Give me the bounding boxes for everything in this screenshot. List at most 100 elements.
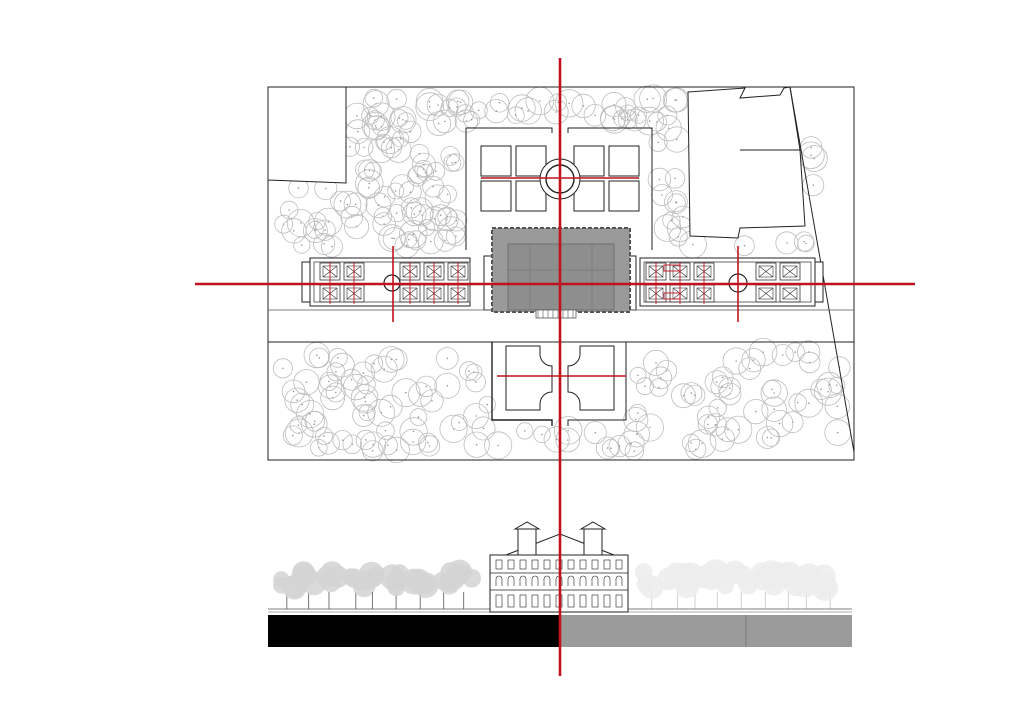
tree-canopy-icon [272, 358, 293, 379]
tree-canopy-icon [608, 434, 631, 458]
tree-canopy-icon [785, 342, 805, 362]
villa-front-steps [537, 310, 574, 318]
tree-canopy-icon [508, 94, 536, 122]
tree-canopy-icon [478, 395, 496, 414]
tree-canopy-icon [680, 382, 703, 405]
tree-canopy-icon [639, 84, 668, 113]
tree-canopy-icon [409, 408, 428, 426]
south-forecourt [491, 342, 627, 426]
tree-canopy-icon [350, 383, 379, 412]
tree-canopy-icon [708, 398, 727, 417]
tree-canopy-icon [828, 356, 851, 379]
tree-canopy-icon [655, 360, 678, 382]
tree-canopy-icon [438, 185, 457, 204]
tree-canopy-icon [738, 357, 762, 380]
tree-canopy-icon [290, 392, 315, 417]
tree-canopy-icon [662, 211, 681, 230]
tree-canopy-icon [623, 421, 650, 448]
tree-canopy-icon [458, 361, 479, 381]
tree-canopy-icon [623, 108, 647, 132]
tree-canopy-icon [408, 165, 427, 185]
tree-canopy-icon [664, 168, 686, 189]
tree-canopy-icon [711, 366, 734, 389]
tree-canopy-icon [662, 87, 688, 113]
tree-canopy-icon [762, 379, 782, 399]
tree-canopy-icon [553, 416, 583, 445]
tree-canopy-icon [402, 201, 427, 227]
tree-canopy-icon [426, 93, 450, 117]
tree-canopy-icon [377, 346, 405, 373]
tree-canopy-icon [647, 167, 672, 192]
neighbor-building-northeast [687, 86, 806, 239]
tree-canopy-icon [296, 399, 325, 428]
ground-section-west [268, 615, 560, 647]
tree-canopy-icon [399, 219, 428, 249]
tree-canopy-icon [378, 394, 403, 419]
tree-row-east [634, 559, 839, 609]
tree-canopy-icon [399, 120, 422, 144]
tree-canopy-icon [332, 430, 353, 451]
tree-canopy-icon [375, 133, 393, 151]
tree-canopy-icon [320, 235, 343, 258]
tree-canopy-icon [643, 349, 670, 376]
tree-canopy-icon [434, 207, 459, 232]
tree-canopy-icon [396, 112, 415, 130]
tree-canopy-icon [704, 370, 729, 395]
tree-canopy-icon [361, 112, 390, 140]
tree-canopy-icon [697, 414, 719, 435]
tree-canopy-icon [649, 378, 669, 397]
tree-canopy-icon [408, 382, 433, 407]
tree-canopy-icon [600, 105, 627, 132]
tree-canopy-icon [793, 231, 815, 252]
tree-canopy-icon [629, 366, 647, 384]
tree-canopy-icon [305, 220, 324, 239]
tree-canopy-icon [373, 206, 393, 226]
tree-canopy-icon [703, 413, 727, 437]
tree-canopy-icon [629, 106, 648, 124]
tree-canopy-icon [555, 427, 581, 453]
tree-canopy-icon [364, 88, 384, 108]
tree-canopy-icon [421, 206, 447, 232]
tree-canopy-icon [748, 338, 778, 367]
tree-canopy-icon [775, 231, 799, 255]
tree-canopy-icon [409, 144, 430, 164]
tree-canopy-icon [685, 438, 707, 460]
tree-canopy-icon [724, 415, 753, 444]
parterre-axis-marks [329, 262, 705, 304]
tree-canopy-icon [718, 382, 742, 406]
tree-canopy-icon [368, 136, 395, 164]
tree-canopy-icon [308, 211, 327, 230]
tree-canopy-icon [418, 435, 441, 457]
tree-canopy-icon [361, 106, 380, 125]
tree-canopy-icon [274, 214, 294, 234]
tree-canopy-icon [671, 383, 696, 409]
tree-canopy-icon [516, 422, 534, 440]
tree-canopy-icon [386, 88, 407, 110]
tree-canopy-icon [433, 229, 457, 252]
tree-canopy-icon [756, 426, 779, 449]
tree-canopy-icon [320, 385, 345, 411]
tree-canopy-icon [355, 169, 384, 198]
tree-canopy-icon [356, 375, 376, 395]
tree-canopy-icon [342, 434, 363, 455]
tree-canopy-icon [489, 93, 510, 113]
tree-canopy-icon [387, 182, 405, 200]
tree-row-west [273, 559, 482, 609]
tree-canopy-icon [761, 428, 781, 447]
tree-canopy-icon [781, 411, 804, 434]
tree-canopy-icon [761, 396, 787, 422]
tree-canopy-icon [734, 235, 755, 257]
tree-canopy-icon [372, 117, 391, 136]
tree-canopy-icon [310, 439, 328, 457]
tree-canopy-icon [800, 145, 828, 172]
axis-lines [195, 58, 915, 676]
tree-canopy-icon [417, 432, 438, 453]
tree-canopy-icon [667, 193, 686, 213]
tree-canopy-icon [649, 366, 673, 390]
tree-canopy-icon [797, 340, 821, 364]
tree-canopy-icon [814, 377, 843, 406]
tree-canopy-icon [367, 102, 396, 131]
tree-canopy-icon [465, 363, 483, 381]
tree-canopy-icon [364, 110, 385, 131]
